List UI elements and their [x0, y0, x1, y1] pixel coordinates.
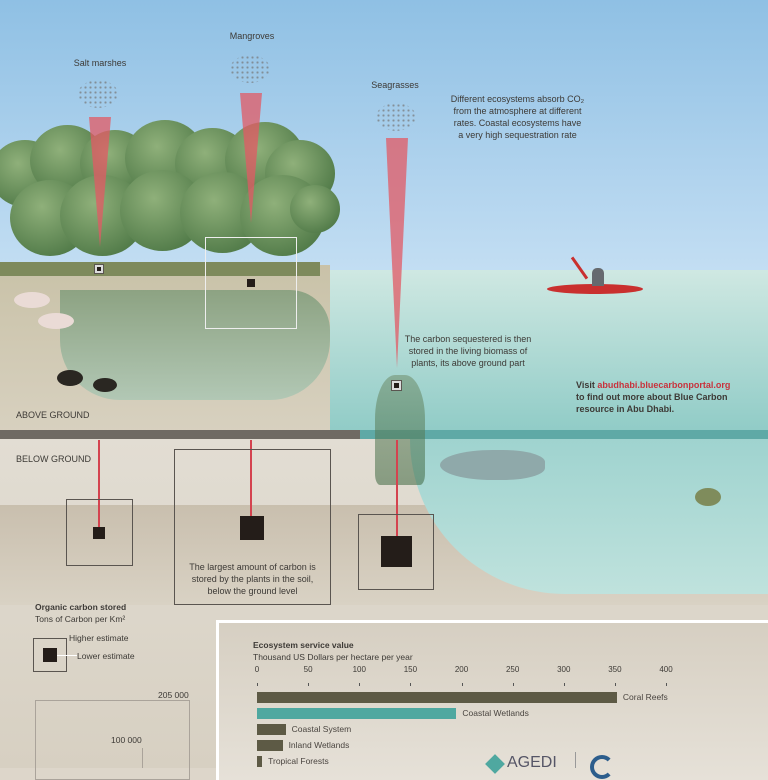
mangrove-biomass-box	[205, 237, 297, 329]
tree-canopy	[290, 185, 340, 233]
partner-logo-icon	[590, 755, 614, 779]
salt-marsh-soil-box	[66, 499, 133, 566]
x-tick-label: 300	[557, 665, 571, 674]
salt-marsh-absorb-arrow	[89, 117, 111, 247]
co2-particles-icon	[230, 55, 270, 83]
flamingo-icon	[14, 292, 50, 308]
x-tick-mark	[359, 683, 361, 686]
seagrass-soil-box	[358, 514, 434, 590]
x-tick-label: 0	[254, 665, 260, 674]
absorb-description: Different ecosystems absorb CO₂ from the…	[450, 94, 585, 140]
goose-icon	[93, 378, 117, 392]
scale-mid-label: 100 000	[111, 735, 142, 745]
co2-particles-icon	[376, 103, 416, 131]
marsh-grass	[0, 262, 320, 276]
visit-prefix: Visit	[576, 380, 598, 390]
salt-marsh-biomass-marker	[97, 267, 101, 271]
bar-label: Coral Reefs	[622, 692, 668, 702]
biomass-description: The carbon sequestered is then stored in…	[404, 334, 532, 368]
seagrasses-label: Seagrasses	[371, 80, 419, 90]
salt-marsh-soil-line	[98, 440, 100, 528]
x-tick-mark	[512, 683, 514, 686]
bar-label: Inland Wetlands	[288, 740, 350, 750]
seagrass-plant	[375, 375, 425, 485]
x-tick-mark	[461, 683, 463, 686]
x-tick-label: 250	[505, 665, 520, 674]
portal-link[interactable]: abudhabi.bluecarbonportal.org	[597, 380, 731, 390]
turtle-icon	[695, 488, 721, 506]
mangrove-biomass-marker	[247, 279, 255, 287]
bar	[257, 724, 286, 735]
x-tick-label: 350	[608, 665, 622, 674]
below-ground-label: BELOW GROUND	[16, 454, 92, 464]
goose-icon	[57, 370, 83, 386]
x-tick-label: 400	[659, 665, 673, 674]
bar	[257, 708, 457, 719]
legend-higher-label: Higher estimate	[69, 633, 129, 643]
agedi-logo: AGEDI	[507, 754, 557, 771]
bar-label: Coastal System	[291, 724, 352, 734]
x-tick-label: 50	[303, 665, 313, 674]
seagrass-soil-line	[396, 440, 398, 537]
bar	[257, 692, 617, 703]
scale-mid-line	[142, 748, 143, 768]
sea-surface-divider	[360, 430, 768, 439]
logo-divider	[575, 752, 576, 768]
mangrove-absorb-arrow	[240, 93, 262, 223]
salt-marsh-soil-marker	[93, 527, 105, 539]
kayak-icon	[547, 284, 643, 294]
legend-title: Organic carbon stored	[35, 602, 127, 612]
above-ground-label: ABOVE GROUND	[16, 410, 90, 420]
visit-suffix: to find out more about Blue Carbon resou…	[576, 392, 728, 414]
mangrove-soil-line	[250, 440, 252, 518]
bar	[257, 756, 263, 767]
x-tick-mark	[308, 683, 310, 686]
x-tick-label: 100	[352, 665, 366, 674]
kayaker-icon	[592, 268, 604, 286]
x-tick-mark	[666, 683, 667, 686]
legend-lower-label: Lower estimate	[77, 651, 135, 661]
legend-lower-marker	[43, 648, 57, 662]
seagrass-soil-marker	[381, 536, 412, 567]
mangrove-soil-box	[174, 449, 331, 605]
mangrove-soil-marker	[240, 516, 264, 540]
bar	[257, 740, 283, 751]
scale-high-label: 205 000	[158, 690, 189, 700]
legend-pointer	[57, 655, 77, 656]
salt-marshes-label: Salt marshes	[73, 58, 127, 68]
x-tick-mark	[563, 683, 565, 686]
x-tick-mark	[257, 683, 258, 686]
mangroves-label: Mangroves	[229, 31, 275, 41]
seagrass-absorb-arrow	[386, 138, 408, 368]
visit-text: Visit abudhabi.bluecarbonportal.org to f…	[576, 379, 741, 415]
flamingo-icon	[38, 313, 74, 329]
x-tick-label: 200	[454, 665, 469, 674]
bar-label: Tropical Forests	[268, 756, 329, 766]
legend-subtitle: Tons of Carbon per Km²	[35, 614, 126, 624]
x-tick-label: 150	[403, 665, 418, 674]
bar-label: Coastal Wetlands	[462, 708, 529, 718]
x-tick-mark	[410, 683, 412, 686]
seagrass-biomass-marker	[394, 383, 399, 388]
x-tick-mark	[614, 683, 616, 686]
co2-particles-icon	[78, 80, 118, 108]
soil-description: The largest amount of carbon is stored b…	[189, 562, 316, 596]
dugong-icon	[440, 450, 545, 480]
chart-title: Ecosystem service value	[253, 640, 354, 650]
chart-subtitle: Thousand US Dollars per hectare per year	[253, 652, 413, 662]
